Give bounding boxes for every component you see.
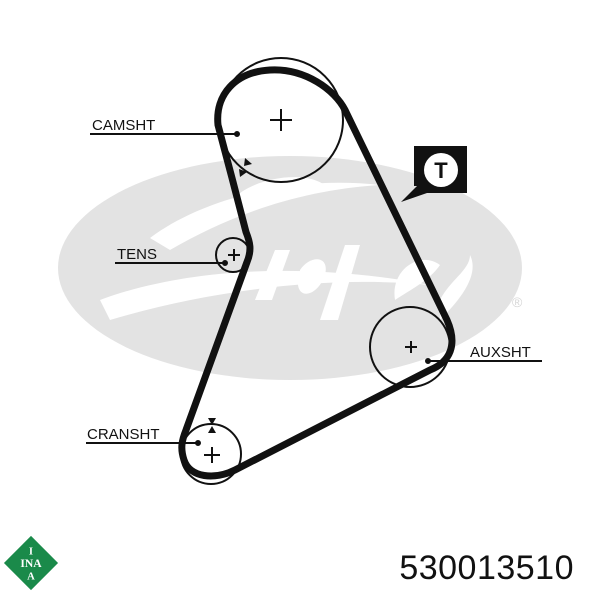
crankshaft-label: CRANSHT xyxy=(87,426,160,443)
auxiliary-center-cross-icon xyxy=(405,341,417,353)
camshaft-timing-mark-icon xyxy=(239,169,247,177)
timing-belt xyxy=(178,66,456,480)
tensioner-badge-letter: T xyxy=(434,158,448,183)
camshaft-center-cross-icon xyxy=(270,109,292,131)
crankshaft-center-cross-icon xyxy=(204,447,220,463)
gates-watermark: ® xyxy=(58,156,523,380)
registered-mark: ® xyxy=(512,294,523,310)
leader-lines xyxy=(86,131,542,446)
auxiliary-label: AUXSHT xyxy=(470,344,531,361)
tensioner-center-cross-icon xyxy=(228,249,240,261)
camshaft-label: CAMSHT xyxy=(92,117,155,134)
ina-logo-bottom: A xyxy=(27,571,35,582)
timing-marks xyxy=(208,158,252,433)
ina-logo-middle: INA xyxy=(20,557,42,570)
ina-logo-top: I xyxy=(29,546,33,557)
tensioner-label: TENS xyxy=(117,246,157,263)
ina-logo: I INA A xyxy=(3,535,59,591)
tensioner-badge: T xyxy=(401,146,467,202)
crankshaft-timing-mark-icon xyxy=(208,426,216,433)
camshaft-timing-mark-icon xyxy=(244,158,252,166)
pulley-centers xyxy=(204,109,417,463)
crankshaft-timing-mark-icon xyxy=(208,418,216,425)
part-number: 530013510 xyxy=(399,549,574,587)
